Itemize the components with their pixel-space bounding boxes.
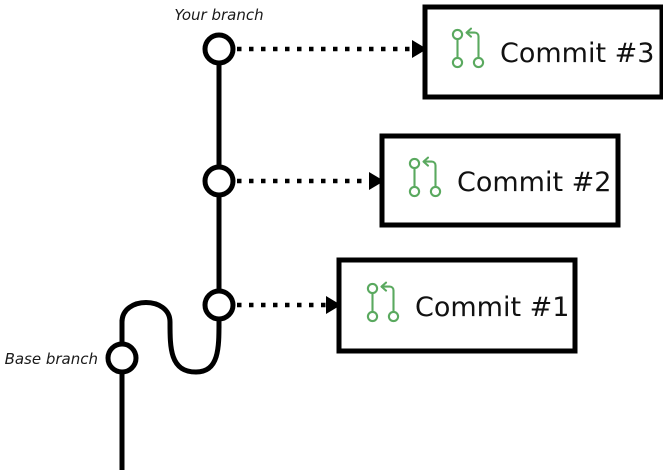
git-compare-icon xyxy=(408,156,442,198)
commit-box-3-frame xyxy=(422,4,663,100)
commit-box-1[interactable]: Commit #1 xyxy=(336,257,578,354)
commit-node-2[interactable] xyxy=(202,164,236,198)
branch-fork-curve xyxy=(119,300,222,375)
base-branch-node[interactable] xyxy=(105,341,139,375)
base-branch-label: Base branch xyxy=(5,350,98,368)
connectors xyxy=(237,40,427,314)
commit-box-2[interactable]: Commit #2 xyxy=(379,133,621,228)
arrow-head-commit-2 xyxy=(369,172,384,190)
commit-nodes xyxy=(105,32,236,375)
commit-box-2-label: Commit #2 xyxy=(457,167,611,198)
commit-box-3-label: Commit #3 xyxy=(500,38,654,69)
commit-node-1[interactable] xyxy=(202,288,236,322)
commit-box-3[interactable]: Commit #3 xyxy=(422,4,663,100)
commit-node-3[interactable] xyxy=(202,32,236,66)
arrow-head-commit-1 xyxy=(326,296,341,314)
git-compare-icon xyxy=(451,27,485,69)
branch-lines xyxy=(119,60,222,470)
commit-box-1-label: Commit #1 xyxy=(415,292,569,323)
your-branch-label: Your branch xyxy=(174,6,263,24)
git-compare-icon xyxy=(366,281,400,323)
commit-box-2-frame xyxy=(379,133,621,228)
arrow-head-commit-3 xyxy=(412,40,427,58)
commit-box-1-frame xyxy=(336,257,578,354)
